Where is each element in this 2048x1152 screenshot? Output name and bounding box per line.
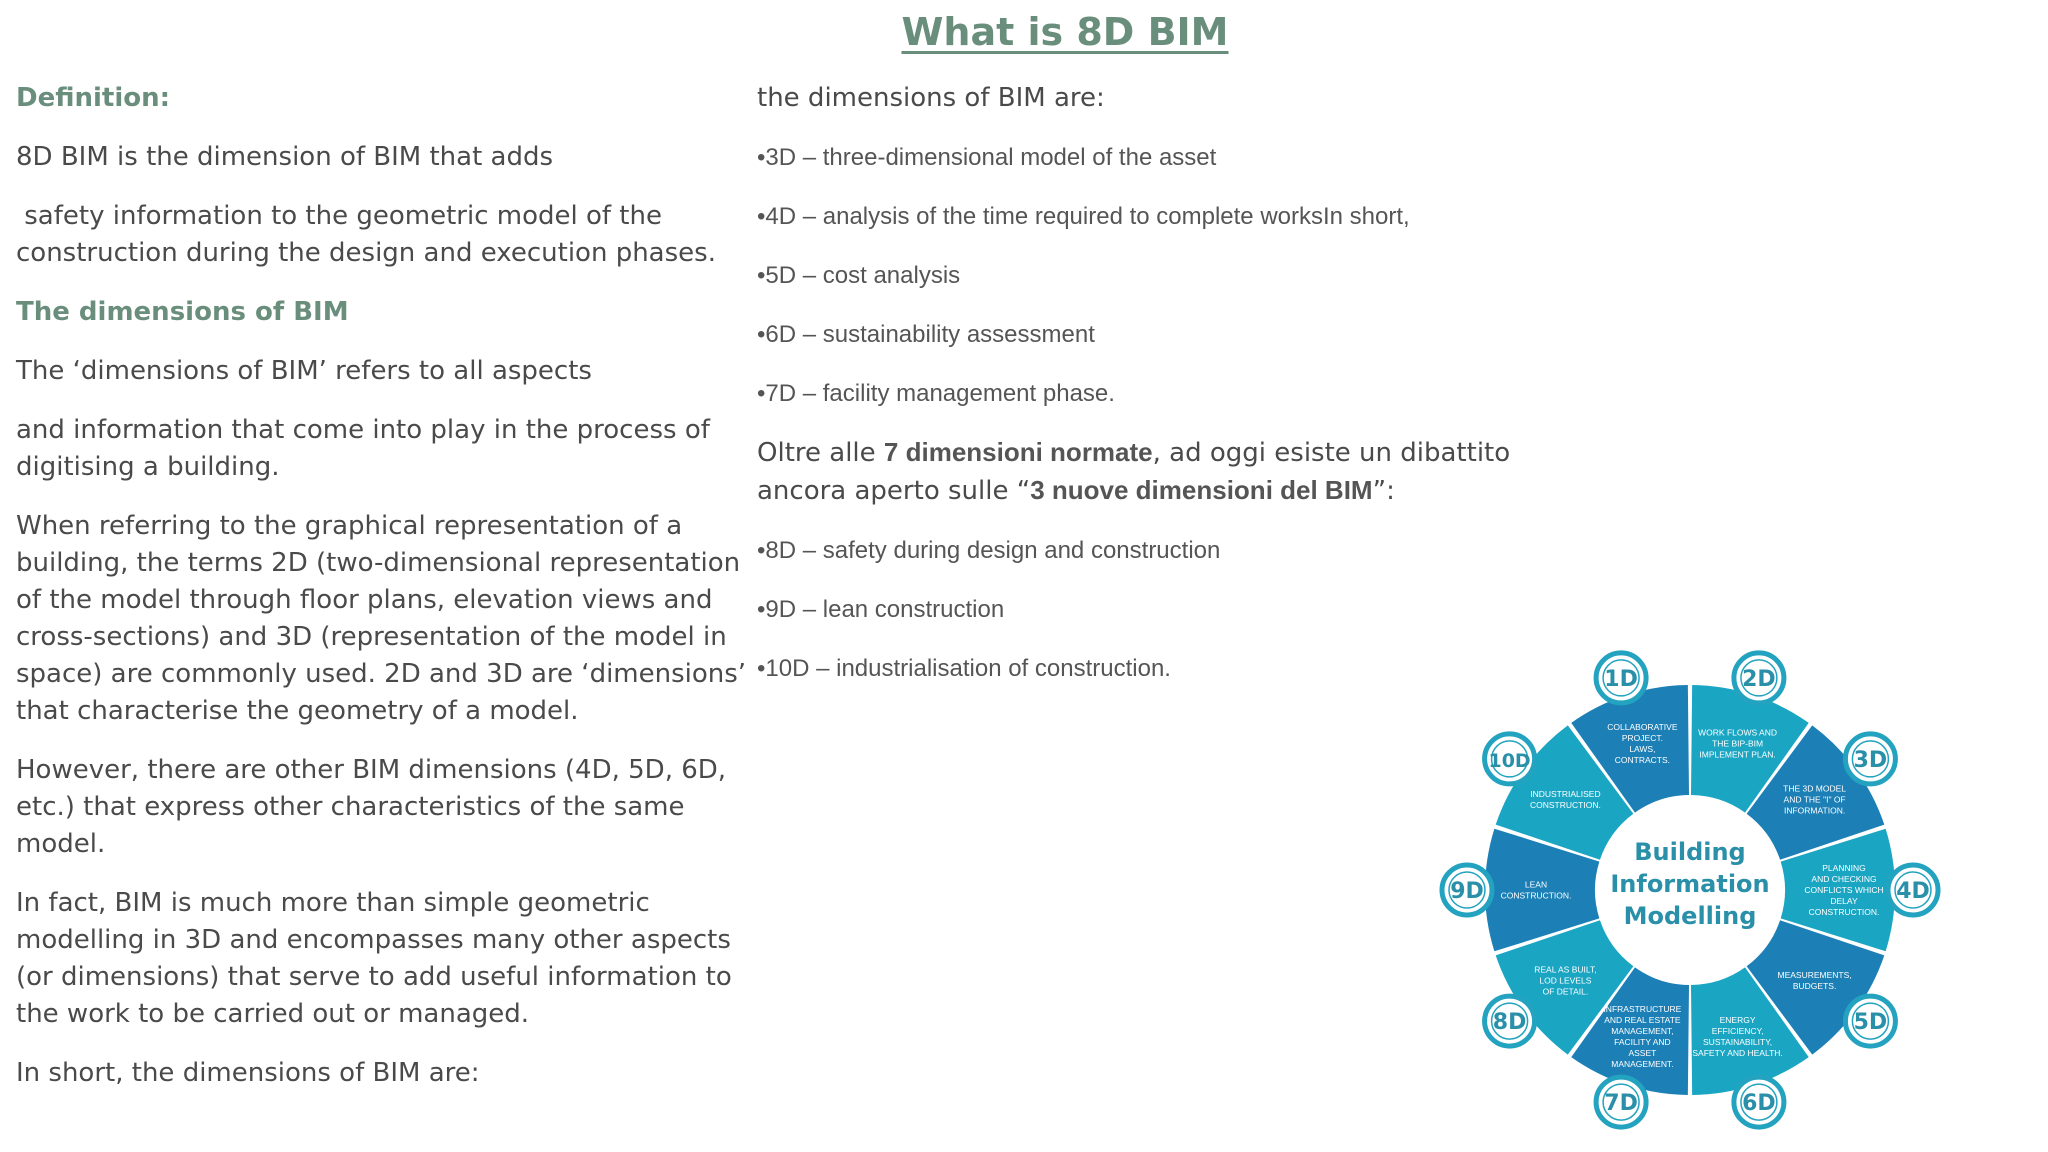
oltre-bold-a: 7 dimensioni normate bbox=[883, 437, 1153, 467]
dimension-badge-ring bbox=[1894, 871, 1932, 909]
wheel-segment bbox=[1485, 828, 1600, 952]
list-item: •5D – cost analysis bbox=[757, 262, 961, 289]
list-item: •10D – industrialisation of construction… bbox=[757, 655, 1171, 682]
dimension-badge-label: 8D bbox=[1493, 1010, 1527, 1035]
dimension-badge-ring bbox=[1602, 1083, 1640, 1121]
dimensions-paragraph-5: In fact, BIM is much more than simple ge… bbox=[16, 888, 732, 1029]
definition-heading: Definition: bbox=[16, 83, 171, 113]
dimension-badge-label: 5D bbox=[1854, 1010, 1888, 1035]
dimension-badge-ring bbox=[1490, 1002, 1529, 1040]
dimension-badge-label: 9D bbox=[1450, 879, 1484, 904]
dimension-badge-ring bbox=[1602, 659, 1640, 697]
wheel-segment bbox=[1780, 828, 1895, 952]
dimension-badge-ring bbox=[1740, 1083, 1778, 1121]
wheel-segment bbox=[1746, 920, 1885, 1055]
list-item: •8D – safety during design and construct… bbox=[757, 537, 1221, 564]
dimensions-paragraph-2: and information that come into play in t… bbox=[16, 415, 710, 482]
wheel-segment-label: MEASUREMENTS,BUDGETS. bbox=[1778, 970, 1852, 991]
dimension-badge-ring bbox=[1851, 1002, 1890, 1040]
center-circle bbox=[1599, 799, 1781, 981]
dimension-badge-label: 6D bbox=[1742, 1091, 1776, 1116]
oltre-text-a: Oltre alle bbox=[757, 438, 884, 468]
dimension-badge-label: 10D bbox=[1488, 750, 1530, 772]
middle-column: the dimensions of BIM are: •3D – three-d… bbox=[757, 80, 1537, 709]
dimension-badge-ring bbox=[1490, 740, 1529, 778]
wheel-segment bbox=[1571, 967, 1690, 1095]
wheel-segments bbox=[1485, 685, 1895, 1095]
dimension-badge-ring bbox=[1740, 659, 1778, 697]
list-item: •3D – three-dimensional model of the ass… bbox=[757, 144, 1217, 171]
definition-paragraph-1: 8D BIM is the dimension of BIM that adds bbox=[16, 142, 554, 172]
oltre-bold-b: 3 nuove dimensioni del BIM bbox=[1030, 475, 1373, 505]
dimensions-heading: The dimensions of BIM bbox=[16, 297, 349, 327]
dimension-badge-ring bbox=[1851, 740, 1890, 778]
definition-paragraph-2: safety information to the geometric mode… bbox=[16, 201, 716, 268]
dimension-badge-label: 7D bbox=[1604, 1091, 1638, 1116]
dimensions-paragraph-1: The ‘dimensions of BIM’ refers to all as… bbox=[16, 356, 592, 386]
dimension-badge-label: 4D bbox=[1896, 879, 1930, 904]
wheel-badges: 1D 2D 3D 4D 5D 6D 7D 8D 9D 10D bbox=[1439, 650, 1941, 1130]
dimension-badge-label: 3D bbox=[1854, 748, 1888, 773]
left-column: Definition: 8D BIM is the dimension of B… bbox=[16, 80, 756, 1114]
dimension-badge-label: 2D bbox=[1742, 667, 1776, 692]
wheel-segment bbox=[1746, 725, 1885, 860]
dimension-badge-label: 1D bbox=[1604, 667, 1638, 692]
oltre-text-c: ”: bbox=[1372, 476, 1395, 506]
list-item: •6D – sustainability assessment bbox=[757, 321, 1095, 348]
dimensions-intro: the dimensions of BIM are: bbox=[757, 83, 1105, 113]
wheel-segment bbox=[1690, 967, 1809, 1095]
wheel-segment bbox=[1571, 685, 1690, 813]
wheel-segment bbox=[1690, 685, 1809, 813]
list-item: •7D – facility management phase. bbox=[757, 380, 1115, 407]
page-title: What is 8D BIM bbox=[901, 10, 1229, 54]
wheel-segment bbox=[1495, 920, 1634, 1055]
wheel-segment bbox=[1495, 725, 1634, 860]
list-item: •9D – lean construction bbox=[757, 596, 1005, 623]
dimension-badge-ring bbox=[1448, 871, 1486, 909]
dimensions-paragraph-4: However, there are other BIM dimensions … bbox=[16, 755, 727, 859]
dimensions-paragraph-6: In short, the dimensions of BIM are: bbox=[16, 1058, 480, 1088]
list-item: •4D – analysis of the time required to c… bbox=[757, 203, 1410, 230]
dimensions-paragraph-3: When referring to the graphical represen… bbox=[16, 511, 747, 726]
oltre-text-b: , ad oggi esiste un dibattito ancora ape… bbox=[757, 438, 1511, 506]
oltre-paragraph: Oltre alle 7 dimensioni normate, ad oggi… bbox=[757, 434, 1537, 510]
